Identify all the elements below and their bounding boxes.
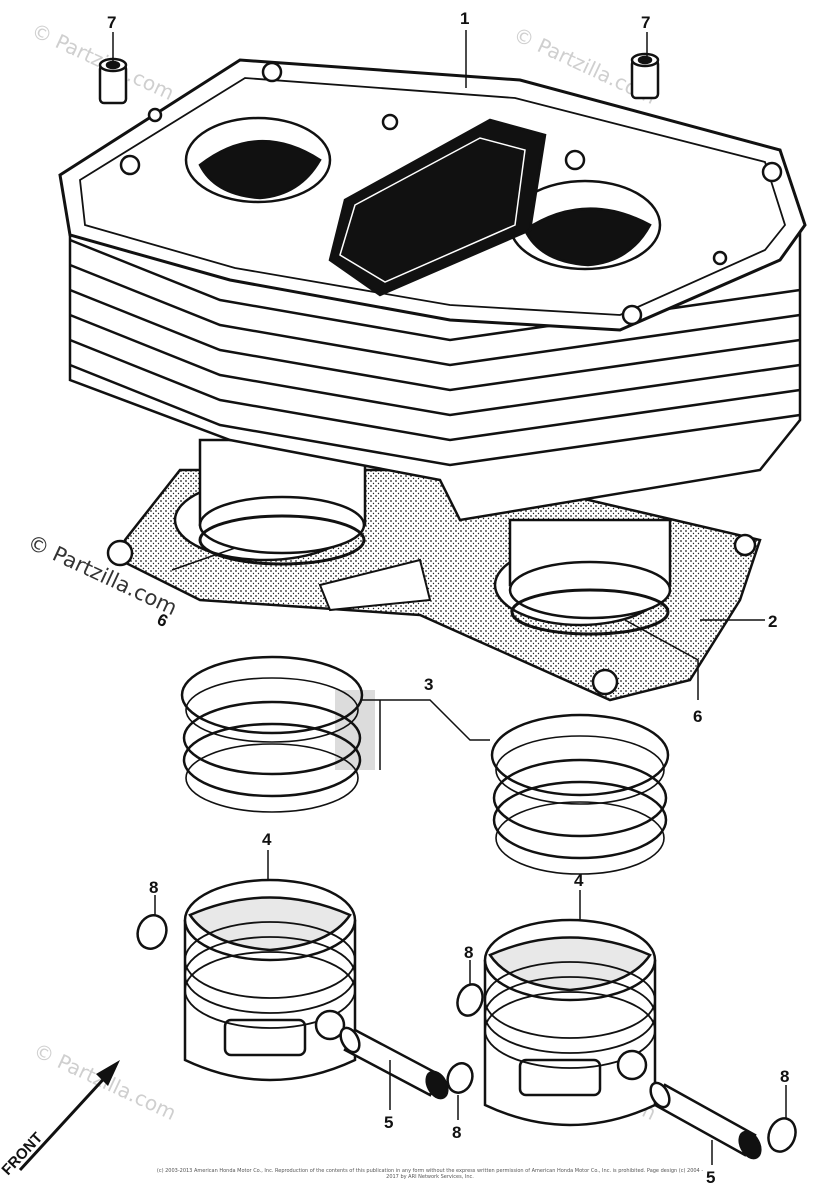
- callout-6: 6: [693, 707, 702, 726]
- dowel-pin-left: [98, 57, 128, 105]
- callout-3: 3: [424, 675, 433, 694]
- callout-7: 7: [107, 13, 116, 32]
- callout-5: 5: [706, 1168, 715, 1187]
- callout-2: 2: [768, 612, 777, 631]
- piston-pin-clip: [456, 983, 484, 1017]
- front-label: FRONT: [0, 1129, 46, 1178]
- callout-4: 4: [574, 871, 584, 890]
- piston-pin-left: [339, 1026, 449, 1100]
- piston-right: [483, 918, 657, 1127]
- o-ring: [510, 588, 670, 636]
- callout-8: 8: [149, 878, 158, 897]
- dowel-pin-right: [630, 52, 660, 100]
- piston-pin-clip: [446, 1062, 474, 1094]
- piston-pin-clip: [767, 1117, 797, 1153]
- o-ring: [198, 514, 366, 566]
- piston-ring-set-right: [490, 713, 670, 875]
- callout-4: 4: [262, 830, 272, 849]
- callout-7: 7: [641, 13, 650, 32]
- piston-ring-set-left: [180, 655, 375, 813]
- callout-8: 8: [464, 943, 473, 962]
- leader-lines: [112, 30, 787, 1165]
- piston-pin-clip: [136, 914, 168, 950]
- copyright-notice: (c) 2003-2013 American Honda Motor Co., …: [156, 1168, 704, 1180]
- callout-8: 8: [780, 1067, 789, 1086]
- callout-5: 5: [384, 1113, 393, 1132]
- callout-1: 1: [460, 9, 469, 28]
- cylinder-block: [58, 58, 807, 522]
- piston-pin-right: [649, 1081, 762, 1160]
- callout-8: 8: [452, 1123, 461, 1142]
- piston-left: [183, 878, 357, 1082]
- front-arrow: FRONT: [0, 1060, 120, 1179]
- callout-6: 6: [154, 610, 171, 631]
